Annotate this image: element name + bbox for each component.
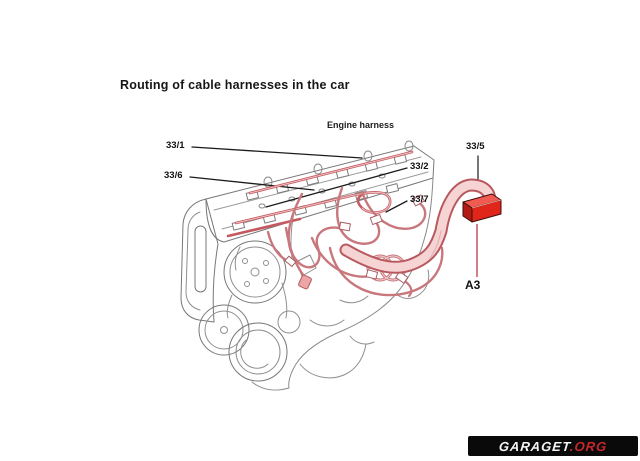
harness-end-connector (298, 274, 312, 290)
connector-a3 (462, 193, 502, 223)
watermark-tld: .ORG (569, 438, 608, 454)
garaget-watermark: GARAGET.ORG (468, 436, 638, 456)
watermark-name: GARAGET (498, 438, 571, 454)
callout-33-7: 33/7 (410, 194, 429, 205)
callout-33-2: 33/2 (410, 161, 429, 172)
callout-33-5: 33/5 (466, 141, 485, 152)
callout-33-1: 33/1 (166, 140, 185, 151)
callout-a3: A3 (465, 278, 481, 292)
engine-harness-caption: Engine harness (327, 120, 395, 130)
leader-lines (189, 146, 479, 213)
page-title: Routing of cable harnesses in the car (120, 78, 350, 92)
watermark-text: GARAGET.ORG (498, 438, 608, 454)
harness-tube (339, 178, 497, 274)
callout-33-6: 33/6 (164, 170, 183, 181)
